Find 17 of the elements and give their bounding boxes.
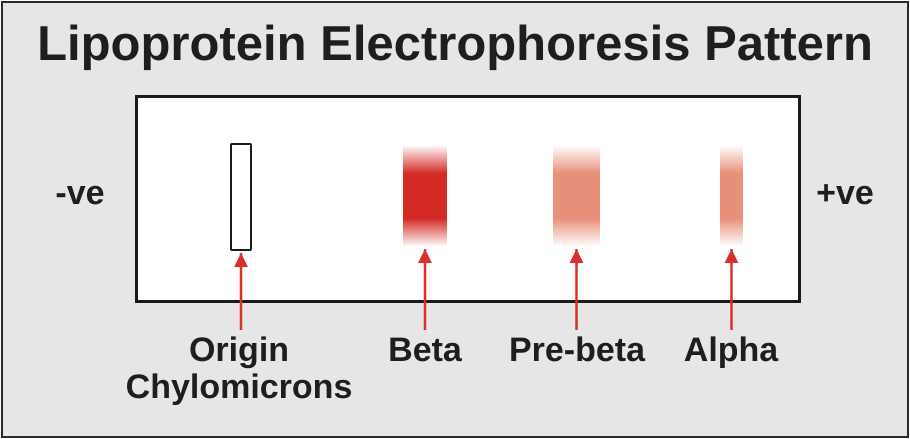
band-label: Alpha [684,332,778,369]
leader-arrow [234,253,248,330]
lipoprotein-band [720,145,743,247]
lipoprotein-band [553,145,600,247]
fraction-label: Chylomicrons [126,369,352,406]
pole-label: -ve [55,175,105,212]
lipoprotein-band [403,145,447,247]
sample-well [230,143,252,251]
leader-arrow [570,249,584,330]
band-label: Origin [188,332,290,369]
leader-arrow [418,249,432,330]
diagram-title: Lipoprotein Electrophoresis Pattern [37,16,873,72]
band-label: Pre-beta [508,332,646,369]
gel-strip [135,95,801,303]
band-label: Beta [388,332,462,369]
leader-arrow [724,249,738,330]
pole-label: +ve [816,175,874,212]
